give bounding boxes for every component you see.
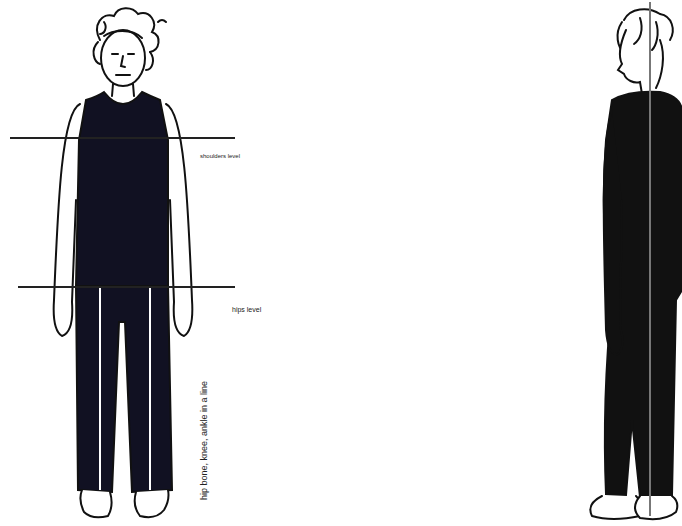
- hip-line: [18, 286, 235, 288]
- front-figure: [54, 8, 193, 517]
- side-figure: [590, 9, 682, 519]
- plumb-line: [649, 2, 651, 516]
- annotation-label: hips level: [232, 306, 261, 313]
- annotation-label: hip bone, knee, ankle in a line: [200, 381, 209, 500]
- annotation-label: shoulders level: [200, 153, 240, 159]
- alignment-line: [99, 288, 101, 490]
- shoulder-line: [10, 137, 235, 139]
- alignment-line: [149, 288, 151, 490]
